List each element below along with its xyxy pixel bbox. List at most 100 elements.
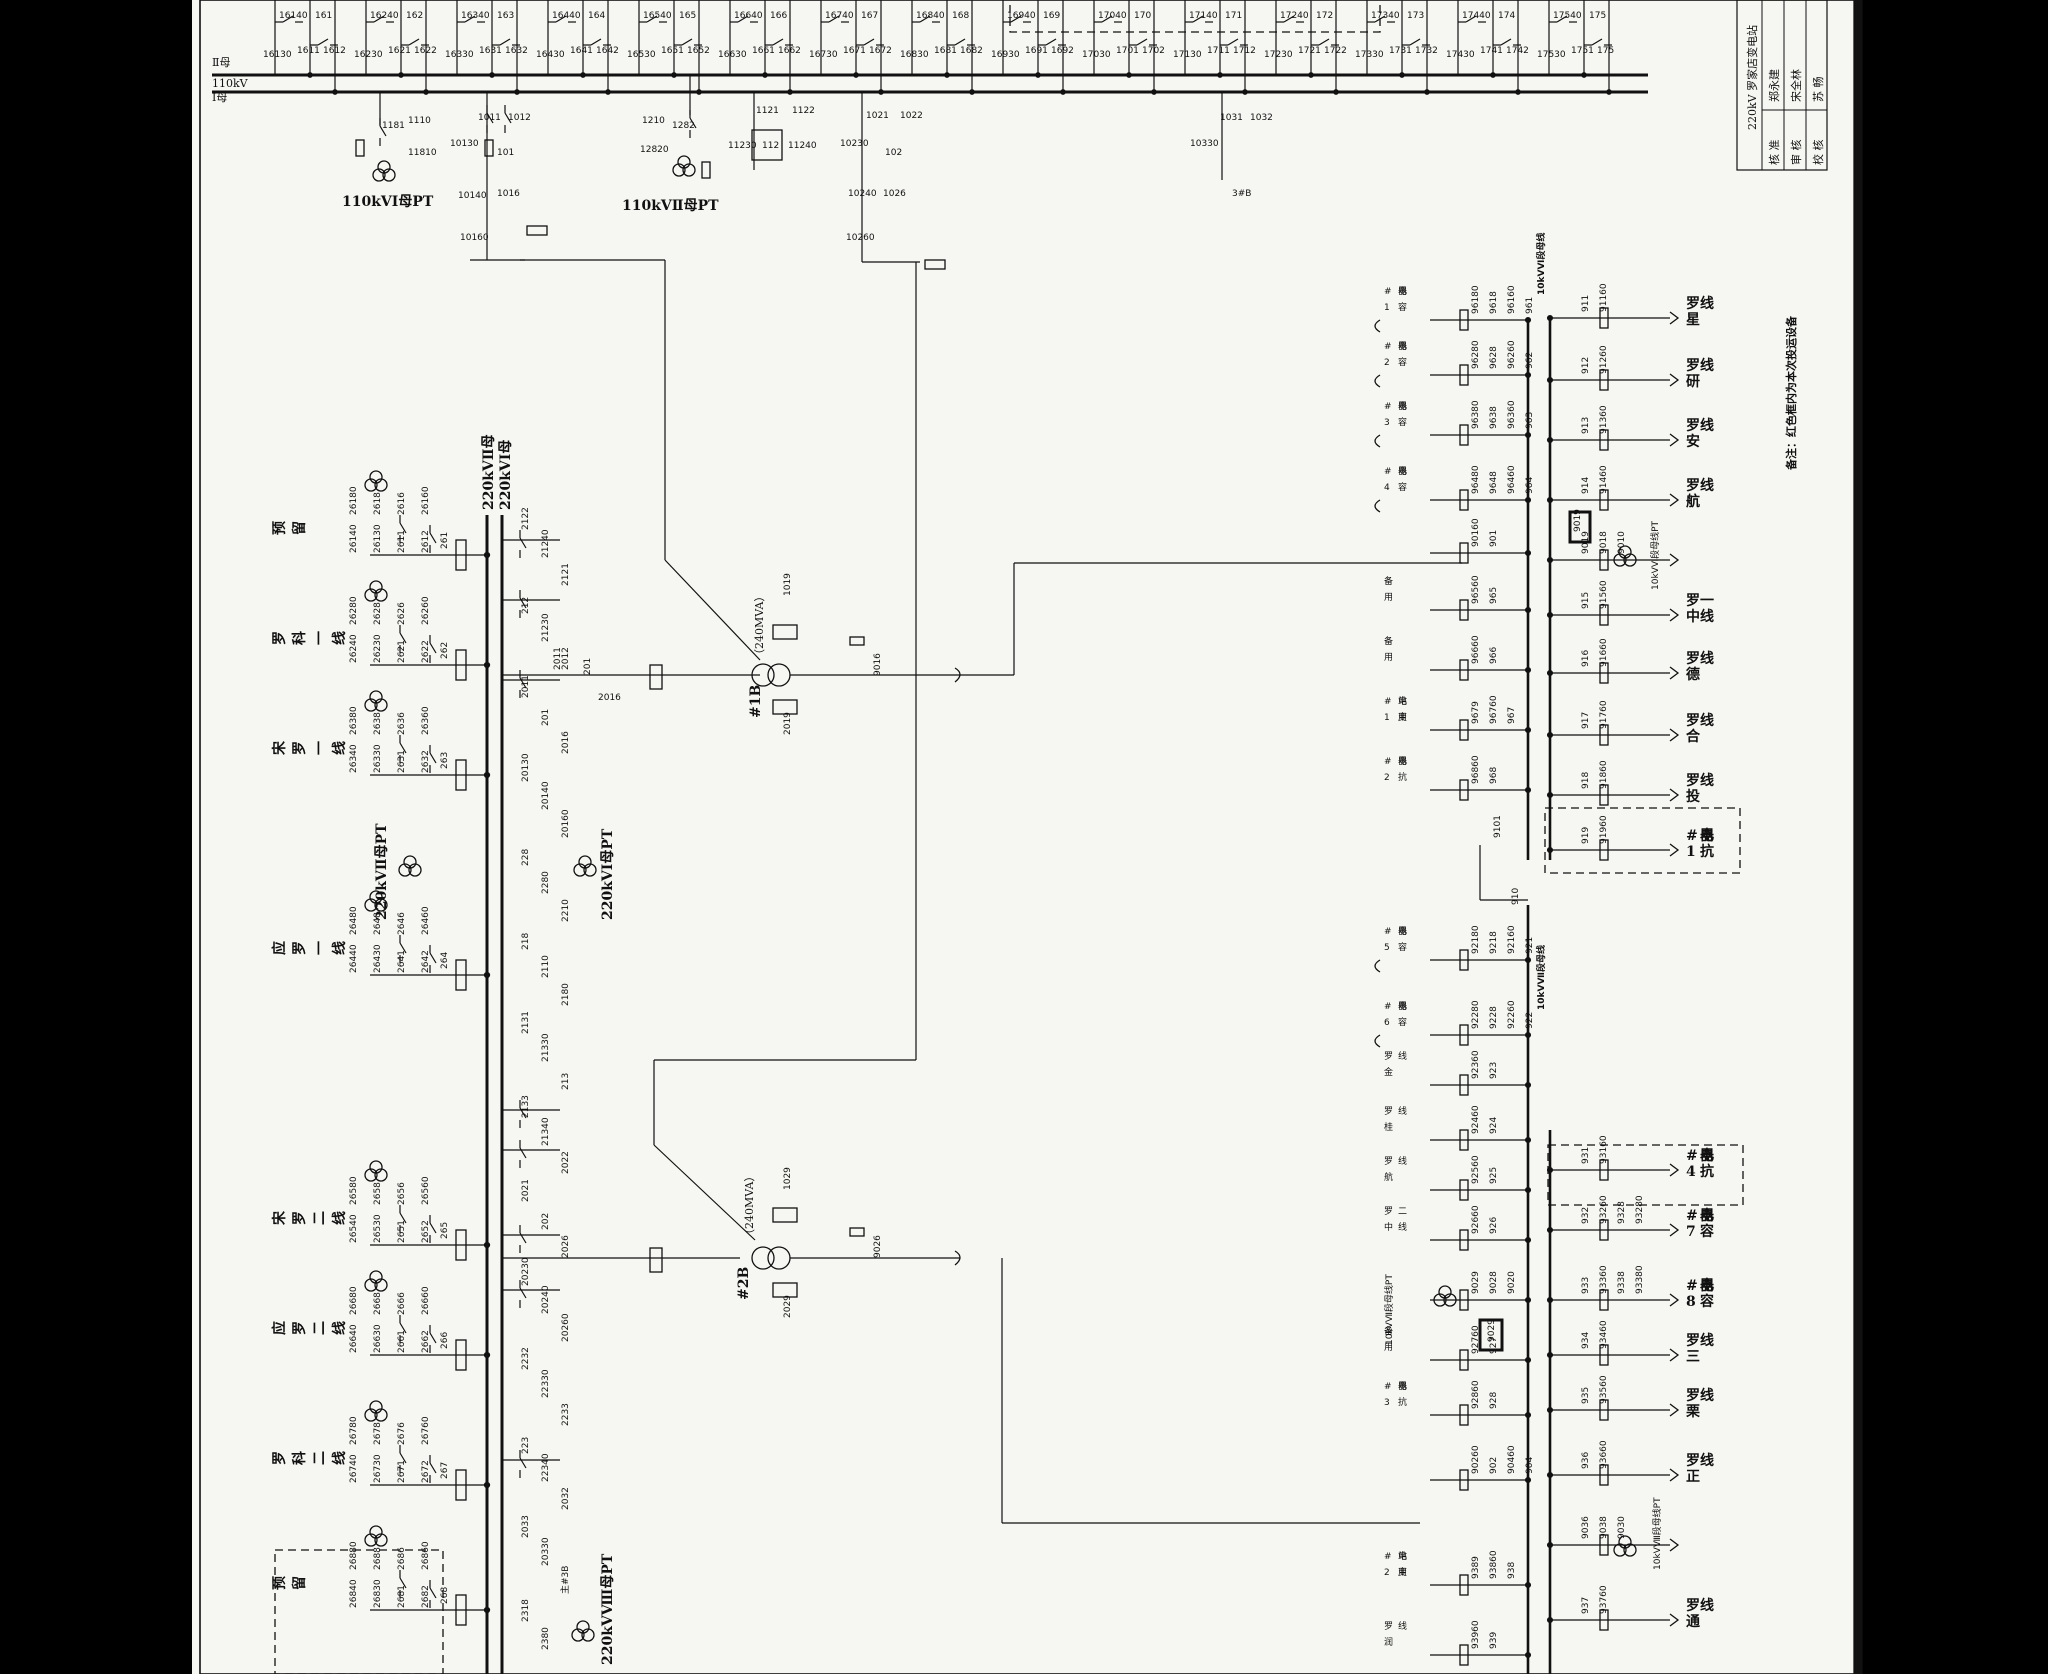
code-label: 26340: [349, 744, 359, 773]
bus-junction: [1524, 1081, 1532, 1089]
feeder-switch: [429, 752, 437, 764]
feeder-10kv-name: 罗: [1686, 478, 1700, 494]
code-label: 2021: [521, 1179, 531, 1202]
breaker: [1459, 1074, 1469, 1096]
code-label: 202: [541, 1213, 551, 1230]
line-arrow: [1669, 1538, 1680, 1552]
bus-junction: [671, 72, 677, 78]
breaker: [1459, 1404, 1469, 1426]
breaker: [1459, 779, 1469, 801]
feeder-name: 预: [272, 1576, 288, 1590]
bus-junction: [1546, 611, 1554, 619]
feeder-10kv-name: 罗: [1384, 1051, 1393, 1062]
bus-junction: [1546, 669, 1554, 677]
code-label: 266: [440, 1332, 450, 1349]
code-label: 9020: [1507, 1271, 1517, 1294]
breaker: [1459, 1129, 1469, 1151]
switch-blade: [519, 677, 527, 689]
bus110-label-kv: 110kV: [212, 77, 249, 90]
bus-junction: [1308, 72, 1314, 78]
code-label: 96160: [1507, 285, 1517, 314]
feeder-10kv-name: 器: [1398, 1001, 1407, 1012]
code-label: 1701: [1116, 46, 1139, 56]
feeder-10kv-name: 2: [1384, 358, 1390, 368]
ct: [849, 636, 865, 646]
code-label: 2611: [397, 530, 407, 553]
breaker: [455, 759, 467, 791]
feeder-switch: [429, 1462, 437, 1474]
bus-junction: [1546, 1406, 1554, 1414]
feeder-switch: [1409, 38, 1421, 46]
code-label: 2632: [421, 750, 431, 773]
code-label: 9018: [1599, 531, 1609, 554]
code-label: 26680: [349, 1286, 359, 1315]
code-label: 20260: [561, 1313, 571, 1342]
code-label: 90260: [1471, 1445, 1481, 1474]
feeder-name: 宋: [271, 740, 288, 756]
code-label: 96360: [1507, 400, 1517, 429]
code-label: 923: [1489, 1062, 1499, 1079]
feeder-10kv-name: 1: [1384, 713, 1390, 723]
code-label: 213: [561, 1073, 571, 1090]
code-label: 21340: [541, 1117, 551, 1146]
transformer-1b: [751, 663, 775, 687]
code-label: 2646: [397, 912, 407, 935]
code-label: 1682: [960, 46, 983, 56]
code-label: 2682: [421, 1585, 431, 1608]
code-label: 9036: [1581, 1516, 1591, 1539]
feeder-10kv-name: 器: [1398, 1381, 1407, 1392]
feeder-10kv-name: 2: [1384, 773, 1390, 783]
code-label: 2638: [373, 712, 383, 735]
feeder-name: 罗: [292, 1321, 308, 1335]
feeder-name: 一: [312, 741, 328, 755]
feeder-10kv-name: 罗: [1686, 296, 1700, 312]
feeder-switch: [399, 942, 407, 954]
code-label: 1026: [883, 189, 906, 199]
code-label: 26580: [349, 1176, 359, 1205]
feeder-10kv-name: 罗: [1384, 1156, 1393, 1167]
code-label: 26740: [349, 1454, 359, 1483]
highlight-box: [1568, 510, 1592, 544]
switch-blade: [519, 1232, 527, 1244]
feeder-10kv-name: 中: [1686, 608, 1700, 625]
code-label: 933: [1581, 1277, 1591, 1294]
feeder-switch: [399, 522, 407, 534]
pt-switch: [379, 125, 387, 137]
bus10-vi-pt-label: 10kVⅥ段母线PT: [1649, 520, 1661, 590]
code-label: 965: [1489, 587, 1499, 604]
line-arrow: [1669, 1223, 1680, 1237]
code-label: 16530: [627, 50, 656, 60]
pt-220-ii: [403, 855, 417, 869]
code-label: 1031: [1220, 113, 1243, 123]
feeder-10kv-name: 器: [1398, 466, 1407, 477]
code-label: 26530: [373, 1214, 383, 1243]
feeder-switch: [429, 1587, 437, 1599]
code-label: 16740: [825, 11, 854, 21]
code-label: 90460: [1507, 1445, 1517, 1474]
code-label: 93260: [1599, 1195, 1609, 1224]
xfmr-neutral-box: [772, 699, 798, 715]
code-label: 2026: [561, 1235, 571, 1258]
bus10-vii-pt-label: 10kVⅦ段母线PT: [1383, 1274, 1395, 1345]
feeder-name: 二: [312, 1321, 328, 1335]
bus-junction: [1546, 376, 1554, 384]
code-label: 2626: [397, 602, 407, 625]
feeder-switch: [399, 1577, 407, 1589]
feeder-switch: [1556, 15, 1568, 23]
fuse: [355, 139, 365, 157]
feeder-10kv-name: 线: [1700, 650, 1714, 667]
code-label: 96560: [1471, 575, 1481, 604]
line-arrow: [1669, 788, 1680, 802]
code-label: 1652: [687, 46, 710, 56]
code-label: 26360: [421, 706, 431, 735]
code-label: 2180: [561, 983, 571, 1006]
code-label: 2621: [397, 640, 407, 663]
feeder-10kv-name: #: [1686, 1278, 1698, 1294]
feeder-10kv-name: #: [1384, 467, 1392, 477]
feeder-name: 预: [272, 521, 288, 535]
feeder-switch: [590, 38, 602, 46]
code-label: 96180: [1471, 285, 1481, 314]
feeder-10kv-name: 罗: [1384, 1106, 1393, 1117]
code-label: 91660: [1599, 638, 1609, 667]
feeder-10kv-name: 4: [1384, 483, 1390, 493]
